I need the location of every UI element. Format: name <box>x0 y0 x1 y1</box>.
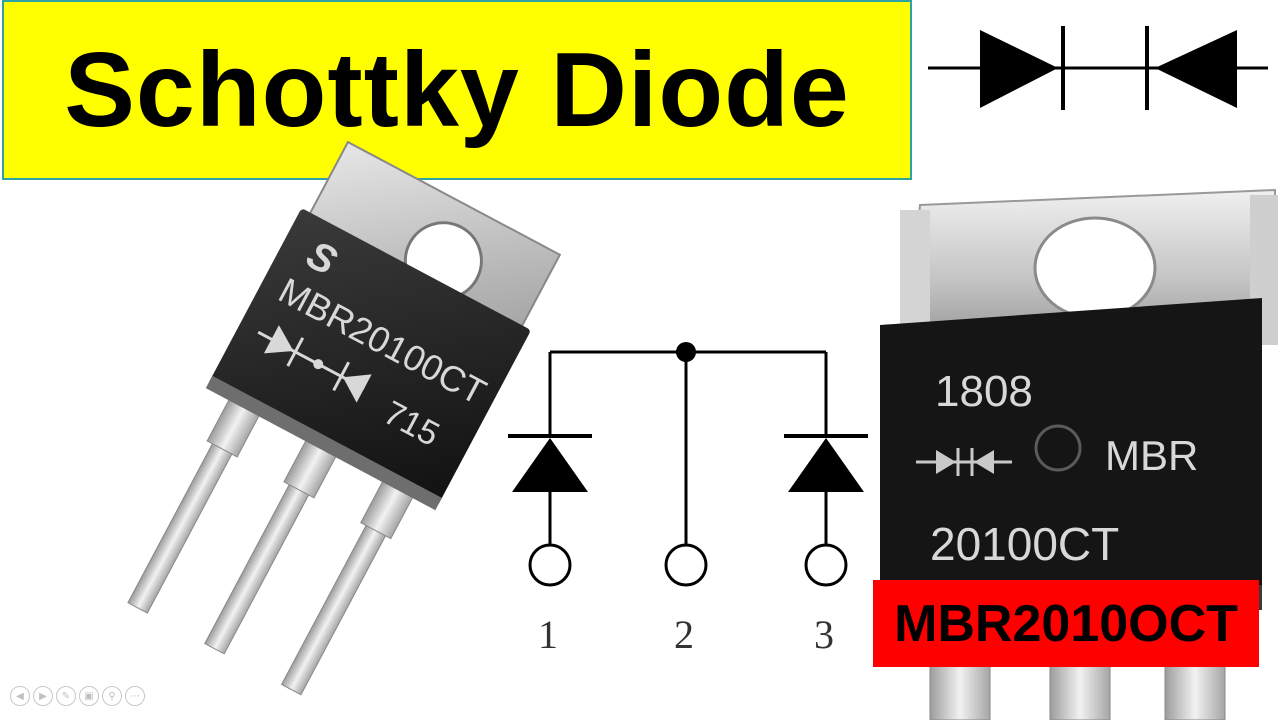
right-marking-brand: MBR <box>1105 432 1198 479</box>
pin-3-label: 3 <box>814 612 834 657</box>
slideshow-nav: ◀ ▶ ✎ ▣ ⚲ ⋯ <box>10 686 145 706</box>
pin-1-label: 1 <box>538 612 558 657</box>
schematic-diagram: 1 2 3 <box>508 342 868 657</box>
dual-diode-symbol <box>928 26 1268 110</box>
pin-3-terminal <box>804 543 848 587</box>
left-to220-package: S MBR20100CT 715 <box>127 140 562 696</box>
pin-1-terminal <box>528 543 572 587</box>
right-marking-diode-icon <box>916 448 1012 476</box>
prev-icon[interactable]: ◀ <box>10 686 30 706</box>
more-icon[interactable]: ⋯ <box>125 686 145 706</box>
pin-2-terminal <box>664 543 708 587</box>
right-marking-part: 20100CT <box>930 518 1119 570</box>
part-number-banner: MBR2010OCT <box>873 580 1259 667</box>
slides-icon[interactable]: ▣ <box>79 686 99 706</box>
part-number-text: MBR2010OCT <box>894 594 1238 653</box>
page-title: Schottky Diode <box>64 30 850 149</box>
right-molding-dimple <box>1034 424 1082 472</box>
pen-icon[interactable]: ✎ <box>56 686 76 706</box>
pin-2-label: 2 <box>674 612 694 657</box>
zoom-icon[interactable]: ⚲ <box>102 686 122 706</box>
next-icon[interactable]: ▶ <box>33 686 53 706</box>
left-marking-diode-icon <box>257 325 372 403</box>
right-marking-code: 1808 <box>935 367 1033 416</box>
left-diode-icon <box>512 438 588 492</box>
right-diode-icon <box>788 438 864 492</box>
right-tab-hole <box>1033 216 1157 320</box>
title-box: Schottky Diode <box>2 0 912 180</box>
